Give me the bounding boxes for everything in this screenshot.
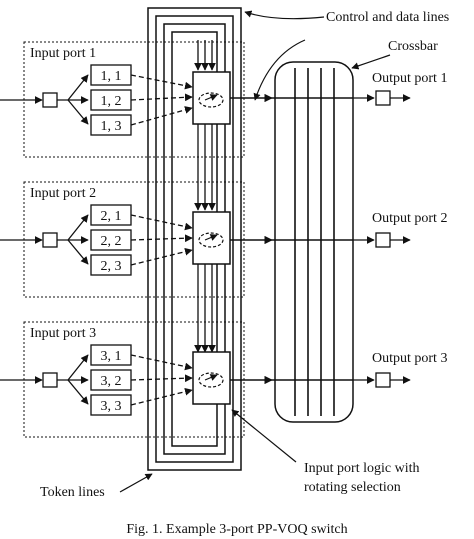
output-port-3-label: Output port 3 [372,351,447,366]
input-port-2-logic [192,211,231,265]
output-port-1-label: Output port 1 [372,71,447,86]
voq-2-3-label: 2, 3 [101,259,122,274]
voq-2-1-label: 2, 1 [101,209,122,224]
bus-pointer-arrow [253,39,306,101]
voq-1-2-label: 1, 2 [101,94,122,109]
crossbar [272,61,354,423]
crossbar-horizontals [272,97,353,381]
output-port-2: Output port 2 [353,211,447,248]
token-lines-pointer [119,473,153,493]
input-port-2-label: Input port 2 [30,186,96,201]
control-data-lines-label: Control and data lines [326,10,449,25]
input-port-1-logic [192,71,231,125]
voq-1-1-label: 1, 1 [101,69,122,84]
logic-label-line-2: rotating selection [304,480,401,495]
output-port-1-buffer [375,90,391,106]
output-port-3-buffer [375,372,391,388]
voq-1-3-label: 1, 3 [101,119,122,134]
voq-3-1-label: 3, 1 [101,349,122,364]
logic-label-line-1: Input port logic with [304,461,420,476]
figure-caption: Fig. 1. Example 3-port PP-VOQ switch [126,522,347,537]
control-lines-pointer [244,10,325,20]
voq-2-2-label: 2, 2 [101,234,122,249]
input-port-3-logic [192,351,231,405]
crossbar-verticals [294,68,335,416]
output-port-3: Output port 3 [353,351,447,388]
logic-interconnect-arrows [194,40,216,353]
output-port-1: Output port 1 [353,71,447,106]
crossbar-pointer [351,54,391,70]
crossbar-frame [274,61,354,423]
token-line-loops-bottom [147,250,242,471]
input-port-1: Input port 1 1, 1 1, 2 1, 3 [0,41,273,158]
input-port-3-label: Input port 3 [30,326,96,341]
crossbar-label: Crossbar [388,39,438,54]
output-port-2-label: Output port 2 [372,211,447,226]
output-port-2-buffer [375,232,391,248]
input-port-1-label: Input port 1 [30,46,96,61]
input-port-3: Input port 3 3, 1 3, 2 3, 3 [0,321,273,438]
input-port-3-demux [42,372,58,388]
rotating-selection-3 [198,372,224,388]
logic-pointer [231,409,297,463]
token-lines-label: Token lines [40,485,105,500]
input-port-2-demux [42,232,58,248]
input-port-2: Input port 2 2, 1 2, 2 2, 3 [0,181,273,298]
rotating-selection-2 [198,232,224,248]
voq-3-3-label: 3, 3 [101,399,122,414]
rotating-selection-1 [198,92,224,108]
input-port-1-demux [42,92,58,108]
voq-3-2-label: 3, 2 [101,374,122,389]
